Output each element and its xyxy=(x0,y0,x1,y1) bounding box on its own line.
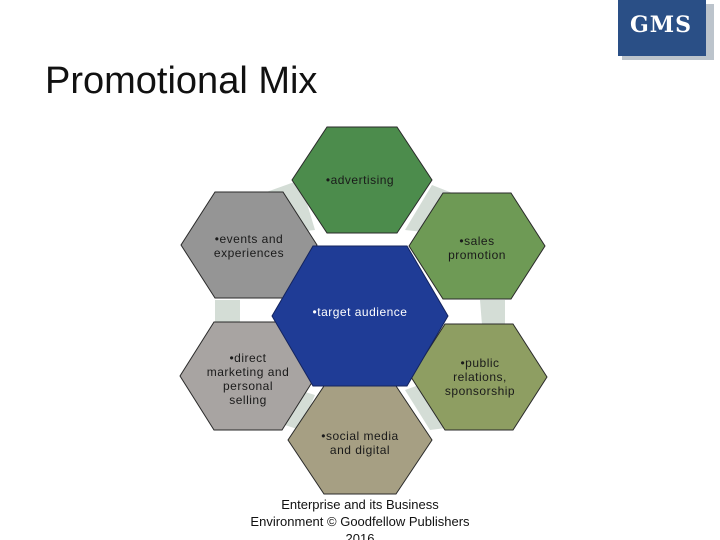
logo-text: GMS xyxy=(629,12,693,38)
connector-right xyxy=(480,300,505,325)
slide-title: Promotional Mix xyxy=(45,60,318,102)
label-advertising: •advertising xyxy=(325,173,395,187)
logo-badge-icon xyxy=(618,0,714,60)
label-social-media: •social media and digital xyxy=(321,429,399,457)
label-events: •events and experiences xyxy=(213,232,285,260)
gms-logo: GMS xyxy=(618,0,720,62)
label-public-relations: •public relations, sponsorship xyxy=(444,356,516,398)
hex-advertising xyxy=(291,126,433,234)
connector-left xyxy=(215,300,240,325)
label-direct-marketing: •direct marketing and personal selling xyxy=(206,351,290,407)
hex-target-audience xyxy=(271,245,449,387)
footer-credit: Enterprise and its Business Environment … xyxy=(250,497,470,540)
label-target-audience: •target audience xyxy=(312,305,408,319)
hex-sales-promotion xyxy=(408,192,546,300)
label-sales-promotion: •sales promotion xyxy=(448,234,506,262)
